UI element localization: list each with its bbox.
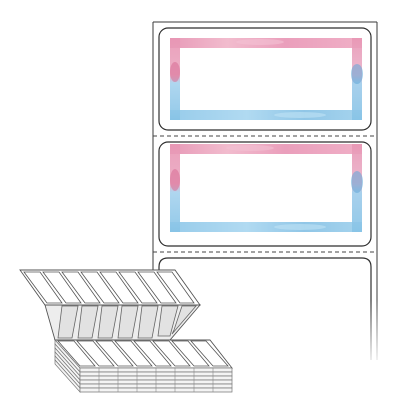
label-2-watercolor-frame — [170, 144, 363, 232]
label-1-watercolor-frame — [170, 38, 363, 120]
label-1 — [158, 27, 372, 131]
fanfold-top-row — [19, 269, 201, 306]
fanfold-bottom-row — [53, 339, 233, 369]
label-2 — [158, 141, 372, 247]
fanfold-stack-layers — [54, 339, 233, 393]
fanfold-stack — [19, 269, 233, 393]
